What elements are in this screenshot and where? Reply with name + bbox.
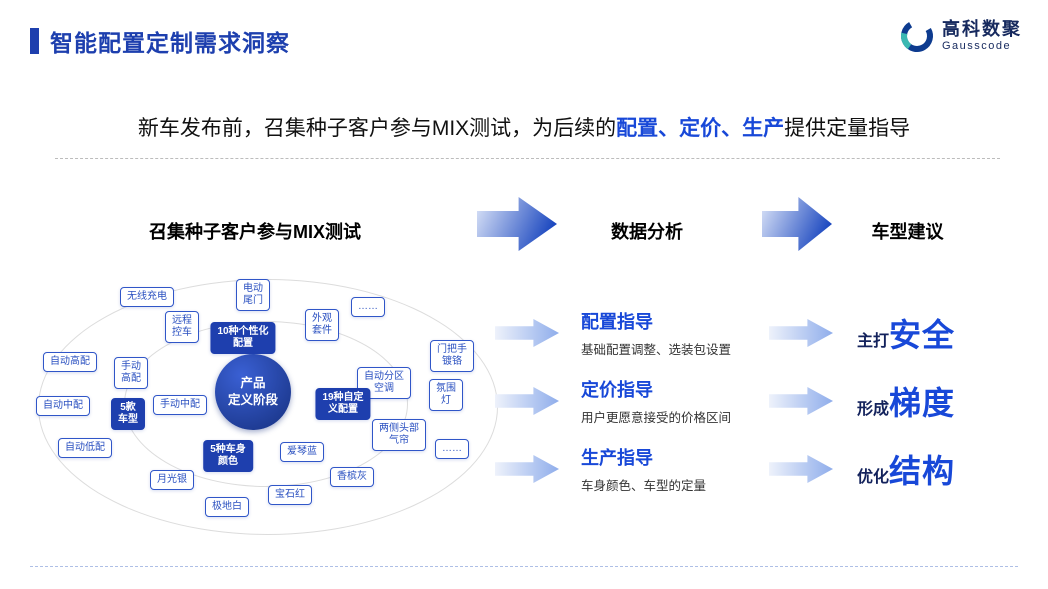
subtitle-suffix: 提供定量指导 <box>784 117 911 140</box>
company-logo: 高科数聚 Gausscode <box>899 18 1022 54</box>
top-dashed-divider <box>55 158 1000 159</box>
diagram-node: 香槟灰 <box>330 467 374 487</box>
arrow-right-icon <box>477 197 557 251</box>
diagram-node: …… <box>351 297 385 317</box>
header: 智能配置定制需求洞察 <box>30 24 290 58</box>
subtitle-prefix: 新车发布前，召集种子客户参与MIX测试，为后续的 <box>137 117 617 140</box>
diagram-node: 远程 控车 <box>165 311 199 343</box>
arrow-right-icon <box>495 455 559 483</box>
diagram-node: 5款 车型 <box>111 398 145 430</box>
diagram-node: 手动 高配 <box>114 357 148 389</box>
diagram-node: 门把手 镀铬 <box>430 340 474 372</box>
analysis-row-pricing: 定价指导 用户更愿意接受的价格区间 形成 梯度 <box>495 376 1035 426</box>
suggestion-keyword: 梯度 <box>889 385 956 421</box>
diagram-node: 两侧头部 气帘 <box>372 419 426 451</box>
guide-production: 生产指导 车身颜色、车型的定量 <box>581 444 769 494</box>
column-title-mix-test: 召集种子客户参与MIX测试 <box>149 222 361 242</box>
arrow-right-icon <box>769 387 833 415</box>
suggestion-config: 主打 安全 <box>857 310 955 356</box>
logo-icon <box>901 20 933 52</box>
guide-desc: 基础配置调整、选装包设置 <box>581 343 732 357</box>
diagram-node: …… <box>435 439 469 459</box>
suggestion-prefix: 优化 <box>857 469 890 486</box>
diagram-node: 19种自定 义配置 <box>315 388 371 420</box>
arrow-right-icon <box>495 319 559 347</box>
subtitle-highlight: 配置、定价、生产 <box>616 117 785 140</box>
diagram-node: 电动 尾门 <box>236 279 270 311</box>
diagram-node: 手动中配 <box>153 395 207 415</box>
suggestion-keyword: 结构 <box>889 453 956 489</box>
arrow-right-icon <box>769 455 833 483</box>
analysis-row-production: 生产指导 车身颜色、车型的定量 优化 结构 <box>495 444 1035 494</box>
diagram-center-node: 产品 定义阶段 <box>215 354 291 430</box>
diagram-node: 无线充电 <box>120 287 174 307</box>
guide-title: 定价指导 <box>581 380 653 400</box>
guide-title: 生产指导 <box>581 448 653 468</box>
arrow-right-icon <box>762 197 832 251</box>
suggestion-production: 优化 结构 <box>857 446 955 492</box>
diagram-node: 自动低配 <box>58 438 112 458</box>
guide-desc: 用户更愿意接受的价格区间 <box>581 411 732 425</box>
logo-text: 高科数聚 Gausscode <box>942 19 1022 52</box>
diagram-node: 氛围 灯 <box>429 379 463 411</box>
diagram-node: 极地白 <box>205 497 249 517</box>
page-title: 智能配置定制需求洞察 <box>50 30 290 56</box>
suggestion-pricing: 形成 梯度 <box>857 378 955 424</box>
diagram-node: 月光银 <box>150 470 194 490</box>
analysis-row-config: 配置指导 基础配置调整、选装包设置 主打 安全 <box>495 308 1035 358</box>
diagram-node: 10种个性化 配置 <box>210 322 276 354</box>
diagram-node: 自动高配 <box>43 352 97 372</box>
logo-name: 高科数聚 <box>942 19 1022 40</box>
diagram-node: 自动中配 <box>36 396 90 416</box>
diagram-node: 宝石红 <box>268 485 312 505</box>
subtitle: 新车发布前，召集种子客户参与MIX测试，为后续的配置、定价、生产提供定量指导 <box>0 112 1048 142</box>
suggestion-keyword: 安全 <box>889 317 956 353</box>
guide-config: 配置指导 基础配置调整、选装包设置 <box>581 308 769 358</box>
title-accent-bar <box>30 28 39 54</box>
suggestion-prefix: 主打 <box>857 333 890 350</box>
diagram-node: 爱琴蓝 <box>280 442 324 462</box>
diagram-node: 5种车身 颜色 <box>203 440 253 472</box>
arrow-right-icon <box>495 387 559 415</box>
guide-pricing: 定价指导 用户更愿意接受的价格区间 <box>581 376 769 426</box>
logo-subname: Gausscode <box>942 39 1012 52</box>
column-title-data-analysis: 数据分析 <box>611 222 683 242</box>
mix-test-diagram: 产品 定义阶段 无线充电 电动 尾门 …… 远程 控车 10种个性化 配置外观 套件门把… <box>30 265 515 555</box>
arrow-right-icon <box>769 319 833 347</box>
diagram-node: 外观 套件 <box>305 309 339 341</box>
bottom-dashed-divider <box>30 566 1018 567</box>
guide-title: 配置指导 <box>581 312 653 332</box>
guide-desc: 车身颜色、车型的定量 <box>581 479 707 493</box>
suggestion-prefix: 形成 <box>857 401 890 418</box>
column-title-model-suggestion: 车型建议 <box>871 222 944 242</box>
